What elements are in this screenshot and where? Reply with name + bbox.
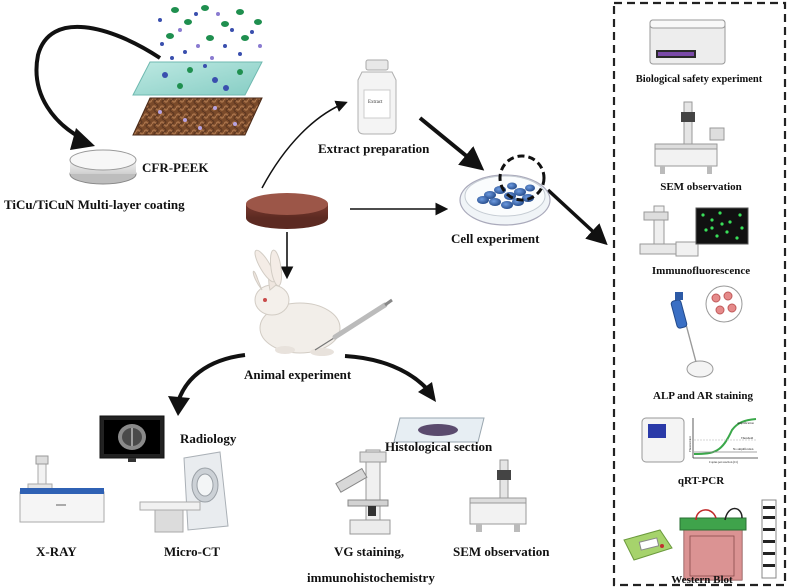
pcr-label-threshold: Threshold xyxy=(741,436,754,440)
label-animal-experiment: Animal experiment xyxy=(244,367,352,382)
pipette xyxy=(670,292,697,363)
arrow-to-histology xyxy=(344,354,430,392)
arrow-to-extract xyxy=(261,100,348,189)
cfr-weave-substrate xyxy=(132,97,263,136)
arrow-extract-to-cell xyxy=(418,116,485,171)
fluorescence-microscope xyxy=(639,205,699,257)
pcr-label-y-axis: Fluorescence xyxy=(687,436,692,452)
label-cell-experiment: Cell experiment xyxy=(451,231,540,246)
pcr-label-no-amplification: No amplification xyxy=(733,447,754,451)
micro-ct xyxy=(139,451,229,533)
label-immunohistochemistry: immunohistochemistry xyxy=(307,570,435,585)
sem-machine-animal xyxy=(469,459,527,532)
label-western-blot: Western Blot xyxy=(671,574,733,586)
blot-membrane xyxy=(761,499,777,579)
plate-reader xyxy=(649,19,726,65)
label-radiology: Radiology xyxy=(180,431,237,446)
bottle-label: Extract xyxy=(368,100,383,105)
radiology-monitor xyxy=(99,415,165,462)
label-immunofluorescence: Immunofluorescence xyxy=(651,265,751,277)
particles-cloud xyxy=(158,5,262,60)
arrow-cell-to-panel xyxy=(546,188,608,246)
microscope xyxy=(335,449,391,535)
coating-illustration xyxy=(34,5,263,185)
label-cfr-peek: CFR-PEEK xyxy=(142,160,209,175)
label-histological-section: Histological section xyxy=(385,439,493,454)
label-vg-staining: VG staining, xyxy=(334,544,405,559)
label-biological-safety: Biological safety experiment xyxy=(635,74,763,85)
label-alp-ar-staining: ALP and AR staining xyxy=(653,390,753,402)
extract-bottle xyxy=(357,59,397,135)
power-supply xyxy=(623,529,673,561)
label-sem-observation-animal: SEM observation xyxy=(453,544,550,559)
zoom-circle xyxy=(498,154,546,202)
staining-dish xyxy=(686,360,714,378)
syringe xyxy=(314,298,393,351)
xray-machine xyxy=(19,455,105,523)
coating-curved-arrow xyxy=(34,24,162,142)
label-qrt-pcr: qRT-PCR xyxy=(677,475,725,487)
pcr-label-x-axis: Copies per reaction (Ct) xyxy=(709,460,738,464)
pcr-machine xyxy=(641,417,685,463)
cells-cluster xyxy=(477,182,535,209)
blot-tank xyxy=(679,507,747,581)
arrow-to-radiology xyxy=(176,353,246,403)
label-coating: TiCu/TiCuN Multi-layer coating xyxy=(4,197,185,212)
culture-plate xyxy=(705,285,743,323)
petri-dish xyxy=(459,154,551,226)
histology-slide xyxy=(393,417,485,443)
label-xray: X-RAY xyxy=(36,544,77,559)
pcr-plot xyxy=(692,418,758,459)
peek-plate xyxy=(69,149,137,185)
rabbit xyxy=(252,249,341,356)
sem-machine-panel xyxy=(654,101,725,174)
label-micro-ct: Micro-CT xyxy=(164,544,221,559)
label-extract-preparation: Extract preparation xyxy=(318,141,430,156)
coating-layer xyxy=(132,61,263,96)
pcr-label-amplification: Amplification xyxy=(737,421,754,425)
label-sem-observation-panel: SEM observation xyxy=(660,181,742,193)
methods-panel-border xyxy=(612,1,787,587)
sample-disc xyxy=(246,193,328,229)
fluorescence-screen xyxy=(695,207,749,245)
